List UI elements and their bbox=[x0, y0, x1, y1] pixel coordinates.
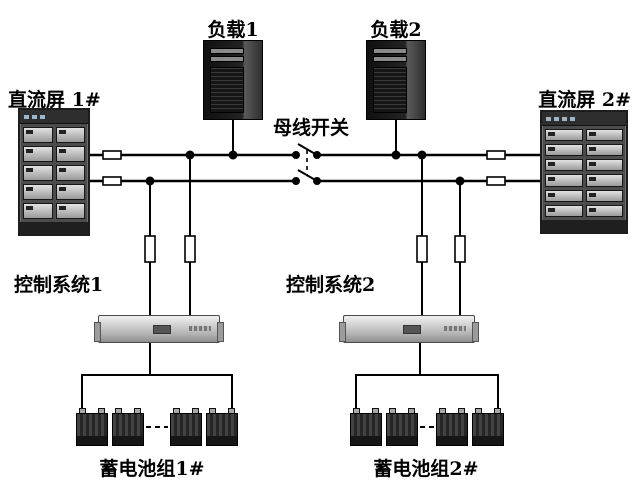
rack-ear bbox=[217, 322, 224, 342]
vent-grille bbox=[210, 67, 244, 113]
control-system-1-unit bbox=[94, 315, 224, 343]
fuse-symbols bbox=[102, 150, 506, 263]
vent-grille bbox=[373, 67, 407, 113]
label-dc-panel-2: 直流屏 2# bbox=[538, 89, 631, 111]
dc-panel-1-cabinet bbox=[18, 108, 90, 236]
rack-ear bbox=[472, 322, 479, 342]
label-dc-panel-1: 直流屏 1# bbox=[8, 89, 101, 111]
junction-dots bbox=[145, 150, 465, 186]
battery bbox=[386, 408, 418, 446]
control-system-2-unit bbox=[339, 315, 479, 343]
battery-links bbox=[81, 343, 499, 412]
cabinet-modules bbox=[542, 126, 626, 220]
cabinet-indicator-strip bbox=[542, 112, 626, 126]
drive-slot bbox=[373, 56, 407, 62]
bus-switch-symbol bbox=[292, 143, 321, 185]
battery bbox=[436, 408, 468, 446]
label-bus-switch: 母线开关 bbox=[272, 117, 350, 139]
cabinet-base bbox=[20, 222, 88, 234]
drive-slot bbox=[210, 48, 244, 54]
battery bbox=[76, 408, 108, 446]
label-load-2: 负载2 bbox=[370, 19, 422, 41]
label-control-system-2: 控制系统2 bbox=[286, 274, 376, 296]
bus-lines bbox=[90, 153, 540, 183]
cabinet-indicator-strip bbox=[20, 110, 88, 124]
label-control-system-1: 控制系统1 bbox=[14, 274, 104, 296]
label-load-1: 负载1 bbox=[207, 19, 259, 41]
battery bbox=[472, 408, 504, 446]
dc-panel-2-cabinet bbox=[540, 110, 628, 234]
drive-slot bbox=[373, 48, 407, 54]
load-1-server bbox=[203, 40, 263, 120]
load-2-server bbox=[366, 40, 426, 120]
cabinet-modules bbox=[20, 124, 88, 222]
battery bbox=[206, 408, 238, 446]
label-battery-group-2: 蓄电池组2# bbox=[373, 458, 479, 480]
battery bbox=[112, 408, 144, 446]
label-battery-group-1: 蓄电池组1# bbox=[99, 458, 205, 480]
battery bbox=[350, 408, 382, 446]
rack-ear bbox=[339, 322, 346, 342]
battery bbox=[170, 408, 202, 446]
cabinet-base bbox=[542, 220, 626, 232]
drive-slot bbox=[210, 56, 244, 62]
rack-ear bbox=[94, 322, 101, 342]
